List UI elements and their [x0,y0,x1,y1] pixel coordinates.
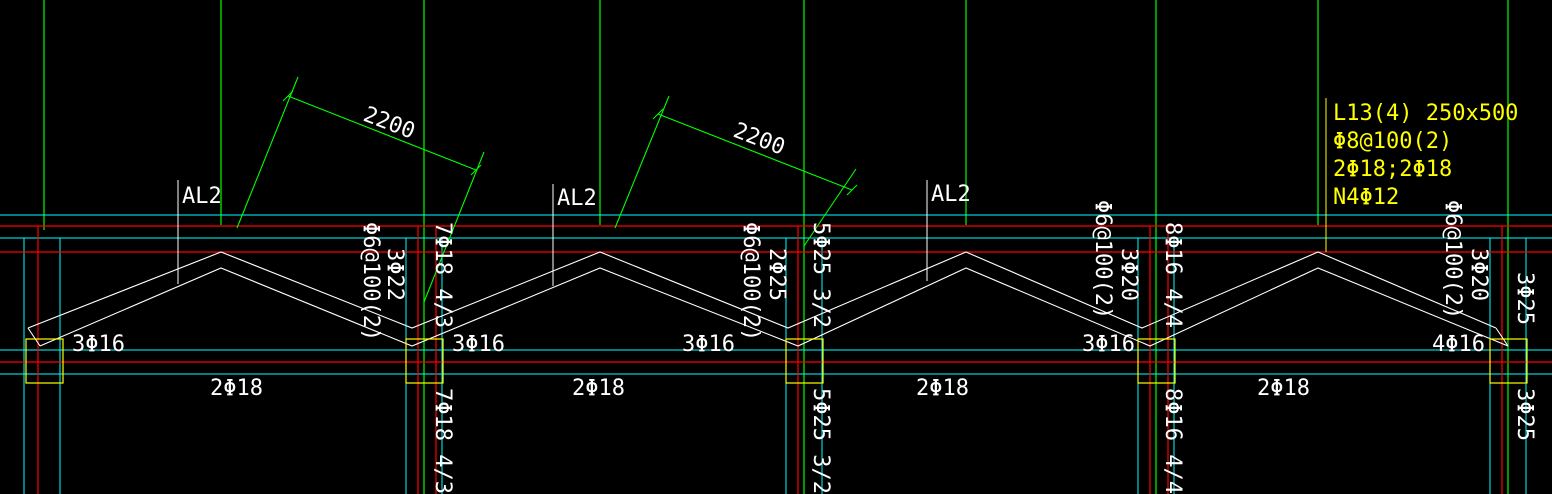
column-label-upper: 7Φ18 4/3 [430,222,455,328]
column-label-lower: 5Φ25 3/2 [808,388,833,494]
zigzag-end [27,327,41,347]
dimension-label: 2200 [730,118,788,160]
stirrup-label: Φ6@100(2) [738,222,763,341]
bottom-bar-label: 2Φ18 [1257,376,1310,401]
zigzag-upper-edge [27,251,1497,329]
dim-tick [282,90,294,102]
column[interactable] [1489,338,1528,384]
top-bar-label: 3Φ16 [72,332,125,357]
beam-spec-line: N4Φ12 [1333,185,1399,210]
beam-spec: L13(4) 250x500 Φ8@100(2) 2Φ18;2Φ18 N4Φ12 [1333,101,1518,210]
dim-extension [423,151,485,303]
top-bar-label: 3Φ16 [1082,332,1135,357]
beam-spec-line: 2Φ18;2Φ18 [1333,157,1452,182]
support-bar-label: 3Φ22 [382,248,407,301]
column-label-lower: 3Φ25 [1512,388,1537,441]
beam-spec-line: L13(4) 250x500 [1333,101,1518,126]
dim-extension [236,76,299,229]
dim-tick [652,108,664,120]
column[interactable] [25,338,64,384]
dim-line [287,95,477,171]
dim-tick [470,164,482,176]
bottom-bar-label: 2Φ18 [572,376,625,401]
column-label-upper: 8Φ16 4/4 [1160,222,1185,328]
beam-spec-line: Φ8@100(2) [1333,129,1452,154]
stirrup-label: Φ6@100(2) [1090,200,1115,319]
top-bar-label: 4Φ16 [1432,332,1485,357]
column[interactable] [785,338,824,384]
column[interactable] [1137,338,1176,384]
dim-extension [803,168,857,247]
bottom-bar-label: 2Φ18 [210,376,263,401]
dim-tick [846,184,858,196]
bottom-bar-label: 2Φ18 [916,376,969,401]
zigzag-lower-edge [39,267,1509,347]
dimension-lines [236,76,858,303]
support-bar-label: 3Φ25 [1512,272,1537,325]
beam-tag: AL2 [557,186,597,211]
column-label-upper: 5Φ25 3/2 [808,222,833,328]
stirrup-label: Φ6@100(2) [358,222,383,341]
dimension-label: 2200 [360,102,418,144]
column-label-lower: 7Φ18 4/3 [430,388,455,494]
columns [25,338,1528,384]
axis-lines [43,0,1509,494]
annotations: 2200 2200 AL2 AL2 AL2 L13(4) 250x500 Φ8@… [72,101,1537,494]
beam-tag: AL2 [182,184,222,209]
support-bar-label: 3Φ20 [1466,248,1491,301]
beam-tag: AL2 [931,182,971,207]
column-label-lower: 8Φ16 4/4 [1160,388,1185,494]
dim-extension [614,95,670,229]
beam-tag-leaders [177,98,1327,286]
stirrup-label: Φ6@100(2) [1440,200,1465,319]
top-bar-label: 3Φ16 [682,332,735,357]
beam-lines [0,225,1552,494]
top-bar-label: 3Φ16 [452,332,505,357]
dim-line [657,113,853,191]
zigzag-beam [27,251,1509,347]
support-bar-label: 3Φ20 [1116,248,1141,301]
column[interactable] [405,338,444,384]
zigzag-end [1495,327,1509,347]
support-bar-label: 2Φ25 [764,248,789,301]
